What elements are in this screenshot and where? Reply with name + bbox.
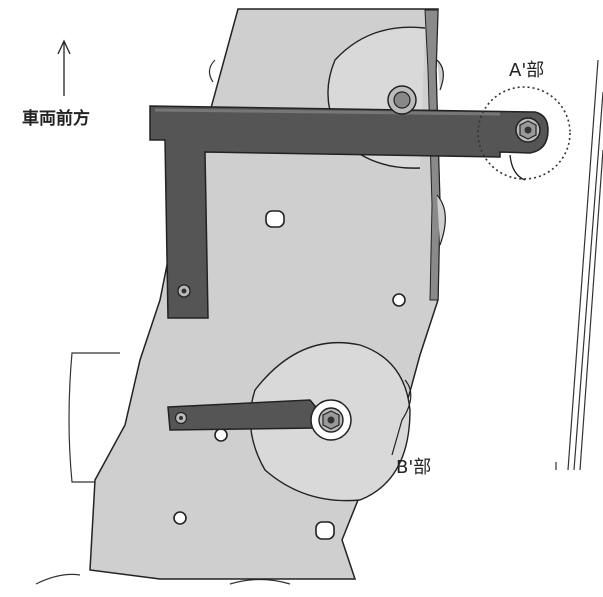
part-a-label: A'部 bbox=[509, 60, 545, 81]
body-frame-rails bbox=[555, 59, 603, 471]
hole-5 bbox=[315, 521, 335, 540]
hole-4 bbox=[173, 511, 187, 525]
part-a-bolt bbox=[515, 117, 541, 143]
part-a-dotted-circle bbox=[477, 86, 571, 180]
upper-center-nut bbox=[387, 85, 417, 115]
bracket-highlight bbox=[154, 108, 501, 116]
part-b-label: B'部 bbox=[396, 457, 432, 478]
vehicle-front-label: 車両前方 bbox=[22, 109, 90, 129]
part-a-bracket-tab bbox=[509, 154, 526, 181]
hole-2 bbox=[392, 293, 406, 307]
hole-1 bbox=[265, 210, 285, 228]
vehicle-front-arrow bbox=[57, 39, 71, 96]
plate-side-notches bbox=[436, 59, 446, 246]
bracket-lower-bolt bbox=[177, 284, 191, 298]
lower-bar-left-bolt bbox=[174, 411, 188, 425]
l-shaped-bracket bbox=[149, 105, 549, 319]
part-b-bolt bbox=[310, 399, 352, 441]
lower-side-tab bbox=[391, 379, 412, 456]
hole-3 bbox=[214, 428, 228, 442]
